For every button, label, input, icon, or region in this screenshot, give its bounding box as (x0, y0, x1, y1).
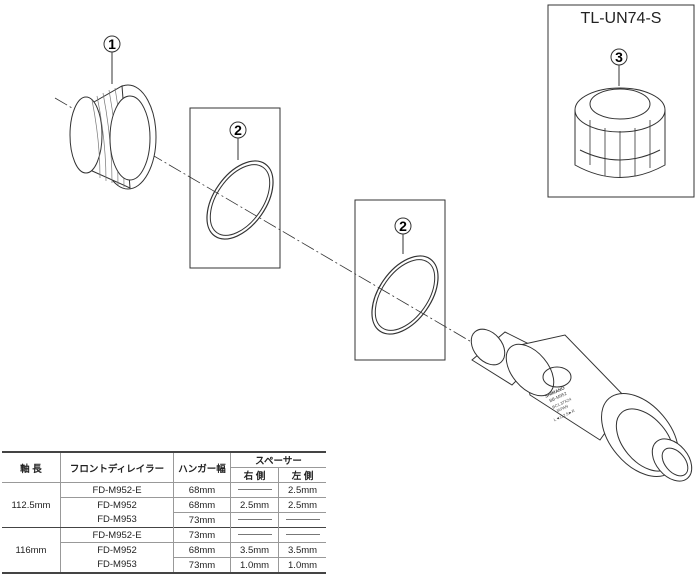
left-spacer-cell: 2.5mm (278, 482, 326, 498)
table-row: 112.5mm FD-M952-E 68mm 2.5mm (2, 482, 326, 528)
left-spacer-cell: 1.0mm (278, 557, 326, 573)
callout-3: 3 (615, 49, 623, 65)
fd-cell: FD-M952 (60, 542, 174, 558)
shell-cell: 68mm (173, 482, 231, 498)
axle-length-cell: 112.5mm (2, 482, 61, 528)
axle-length-cell: 116mm (15, 544, 47, 556)
callout-circle-1 (103, 35, 121, 53)
callout-1: 1 (108, 36, 116, 52)
header-shell-width: ハンガー幅 (173, 452, 231, 483)
callout-circle-2a (229, 121, 247, 139)
fd-cell: FD-M953 (60, 557, 174, 573)
left-spacer-cell (278, 512, 326, 528)
bb-origin-label: JAPAN (555, 403, 569, 413)
spacer-spec-table: 軸 長 フロントディレイラー ハンガー幅 スペーサー 右 側 左 側 112.5… (2, 451, 326, 574)
table-row: FD-M952 68mm 2.5mm 2.5mm (2, 497, 326, 513)
o-ring-box-2 (354, 199, 446, 361)
shell-cell: 68mm (173, 497, 231, 513)
fd-cell: FD-M952-E (60, 482, 174, 498)
left-spacer-cell: 3.5mm (278, 542, 326, 558)
header-right-side: 右 側 (229, 467, 279, 483)
fd-cell: FD-M953 (60, 512, 174, 528)
table-row: FD-M952 68mm 3.5mm 3.5mm (2, 542, 326, 558)
center-axis-line (54, 97, 691, 471)
right-spacer-cell: 3.5mm (229, 542, 279, 558)
left-cup-part (69, 84, 157, 190)
header-left-side: 左 側 (278, 467, 326, 483)
callout-circle-3 (610, 48, 628, 66)
callout-circle-2b (394, 217, 412, 235)
callout-2a: 2 (234, 122, 242, 138)
fd-cell: FD-M952-E (60, 527, 174, 543)
left-spacer-cell (278, 527, 326, 543)
tool-title: TL-UN74-S (580, 10, 662, 27)
bottom-bracket-cartridge (470, 328, 693, 482)
shell-cell: 68mm (173, 542, 231, 558)
right-spacer-cell: 1.0mm (229, 557, 279, 573)
callout-2b: 2 (399, 218, 407, 234)
o-ring-part-2 (371, 255, 439, 335)
bb-tool-part (574, 87, 666, 178)
bb-body-labels: SHIMANO BB-M952 BC1.37X24 JAPAN L◄112.5►… (544, 385, 576, 422)
shell-cell: 73mm (173, 512, 231, 528)
o-ring-part-1 (206, 160, 274, 240)
table-row: FD-M953 73mm (2, 512, 326, 528)
shell-cell: 73mm (173, 527, 231, 543)
table-row: 116mm FD-M952-E 73mm (2, 527, 326, 556)
fd-cell: FD-M952 (60, 497, 174, 513)
right-spacer-cell (229, 512, 279, 528)
shell-cell: 73mm (173, 557, 231, 573)
header-axle-length: 軸 長 (2, 452, 61, 483)
left-spacer-cell: 2.5mm (278, 497, 326, 513)
right-spacer-cell (229, 527, 279, 543)
header-spacer: スペーサー (230, 452, 326, 468)
table-row: FD-M953 73mm 1.0mm 1.0mm (2, 557, 326, 573)
header-front-derailleur: フロントディレイラー (60, 452, 174, 483)
o-ring-box-1 (189, 107, 281, 269)
tool-box (547, 4, 695, 198)
right-spacer-cell (229, 482, 279, 498)
right-spacer-cell: 2.5mm (229, 497, 279, 513)
